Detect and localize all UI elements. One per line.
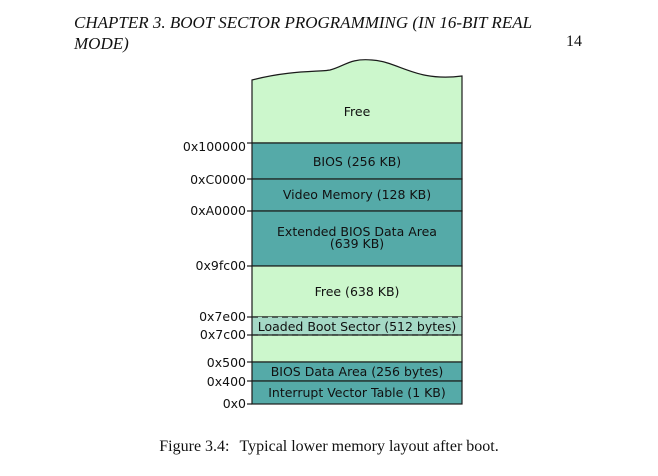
figure-caption: Figure 3.4: Typical lower memory layout a…: [0, 438, 658, 456]
region-free-top: [251, 59, 463, 144]
region-extended-bios-data-area: [251, 210, 463, 267]
region-bios: [251, 142, 463, 180]
region-loaded-boot-sector: [252, 317, 462, 335]
region-label-free-top: Free: [344, 104, 371, 119]
figure-caption-text: Typical lower memory layout after boot.: [239, 438, 499, 455]
address-label-0x400: 0x400: [207, 374, 246, 389]
address-label-0x0: 0x0: [223, 396, 246, 411]
region-label-ebda: Extended BIOS Data Area: [277, 224, 437, 239]
region-label-ebda-size: (639 KB): [330, 236, 384, 251]
region-free-below-boot: [251, 334, 463, 363]
address-label-0x9fc00: 0x9fc00: [196, 258, 247, 273]
address-label-0x7e00: 0x7e00: [199, 309, 246, 324]
memory-layout-diagram: Free BIOS (256 KB) Video Memory (128 KB)…: [183, 59, 463, 411]
region-free-low: [251, 265, 463, 318]
address-label-0xa0000: 0xA0000: [190, 203, 246, 218]
address-label-0x100000: 0x100000: [183, 139, 246, 154]
address-label-0x500: 0x500: [207, 355, 246, 370]
address-label-0xc0000: 0xC0000: [190, 172, 246, 187]
region-label-free-low: Free (638 KB): [315, 284, 400, 299]
region-label-boot-sector: Loaded Boot Sector (512 bytes): [258, 319, 457, 334]
region-interrupt-vector-table: [251, 380, 463, 405]
chapter-header: CHAPTER 3. BOOT SECTOR PROGRAMMING (IN 1…: [74, 13, 532, 53]
address-label-0x7c00: 0x7c00: [200, 327, 246, 342]
region-label-bios: BIOS (256 KB): [313, 154, 401, 169]
region-label-ivt: Interrupt Vector Table (1 KB): [268, 385, 446, 400]
region-label-bios-data-area: BIOS Data Area (256 bytes): [271, 364, 444, 379]
page-number: 14: [566, 33, 582, 50]
region-label-video-memory: Video Memory (128 KB): [283, 187, 431, 202]
figure-caption-label: Figure 3.4:: [159, 438, 230, 455]
